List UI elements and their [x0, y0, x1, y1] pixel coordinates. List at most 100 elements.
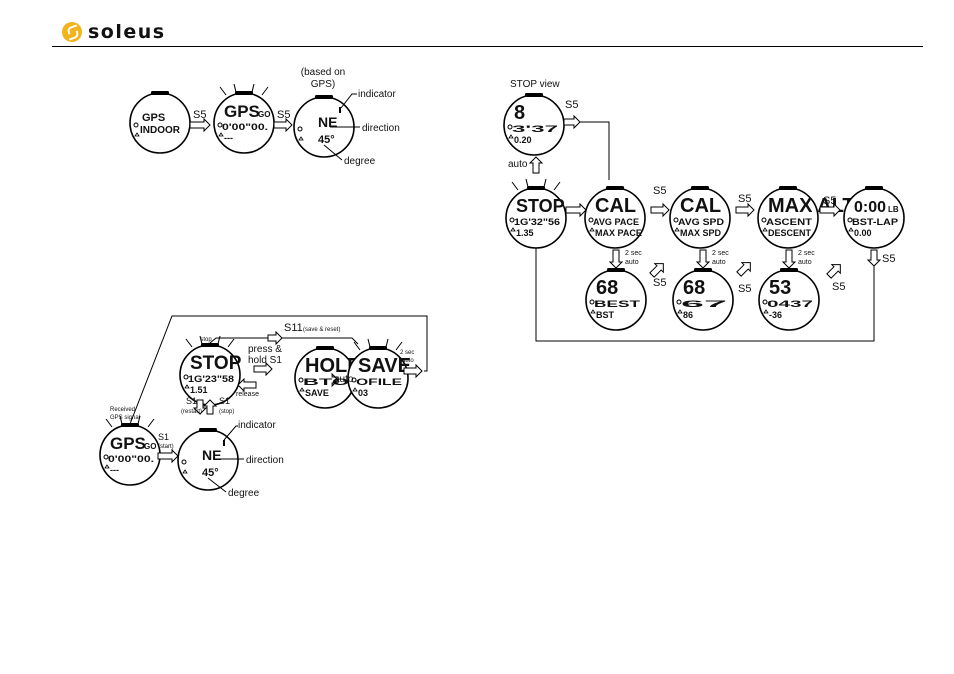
- degree-label: degree: [344, 156, 376, 167]
- watch-line-1: 0:00: [854, 199, 886, 216]
- watch-triangle-icon: [184, 384, 190, 389]
- watch-line-2: 0437: [767, 299, 813, 309]
- flow-arrow-icon: [735, 202, 755, 218]
- watch-triangle-icon: [590, 309, 596, 314]
- watch-band-indicator: [779, 186, 797, 190]
- direction-label: direction: [362, 123, 400, 134]
- s5-label: S5: [653, 277, 666, 289]
- watch-line-2: BEST: [594, 299, 641, 309]
- flow-arrow-icon: [253, 361, 273, 377]
- blink-ray: [217, 335, 221, 345]
- watch-line-3: 1.35: [516, 228, 534, 238]
- watch-degree-text: 45°: [318, 134, 335, 146]
- page-header: soleus: [0, 0, 954, 50]
- watch-line-2: 1G'23"58: [188, 374, 234, 384]
- watch-line-2: BTO: [303, 377, 349, 387]
- watch-line-2: 67: [681, 299, 727, 309]
- watch-triangle-icon: [763, 309, 769, 314]
- watch-band-indicator: [315, 95, 333, 99]
- blink-ray: [251, 83, 255, 93]
- s1-label: S1: [158, 432, 169, 442]
- watch-triangle-icon: [762, 227, 768, 232]
- save-reset-label: (save & reset): [303, 327, 340, 333]
- s1-label: S1: [219, 396, 230, 406]
- s5-label: S5: [823, 195, 836, 207]
- blink-ray: [233, 83, 237, 93]
- flow-arrow-icon: [781, 249, 797, 269]
- two-sec-label: 2 sec: [625, 250, 642, 257]
- press-label: press &: [248, 344, 282, 355]
- arrow-shape: [736, 262, 751, 277]
- blink-ray: [395, 341, 403, 351]
- flow-arrow-icon: [189, 117, 211, 133]
- watch-line-1: STOP: [190, 353, 242, 374]
- blink-ray: [105, 418, 113, 428]
- watch-line-1: GPS: [224, 102, 260, 121]
- watch-line-1: 68: [683, 277, 705, 299]
- flow-arrow-icon: [528, 156, 544, 174]
- watch-band-indicator: [235, 91, 253, 95]
- gps-signal-label: GPS signal: [110, 415, 140, 421]
- stop-small-label: stop: [200, 337, 212, 343]
- watch-line-3: 0.20: [514, 135, 532, 145]
- watch-triangle-icon: [848, 227, 854, 232]
- watch-line-1: MAX ALT: [768, 195, 855, 217]
- arrow-shape: [649, 263, 664, 278]
- watch-triangle-icon: [510, 227, 516, 232]
- s5-label: S5: [653, 185, 666, 197]
- blink-ray: [147, 418, 155, 428]
- watch-line-1: STOP: [516, 196, 565, 216]
- watch-status-icon: [589, 299, 595, 305]
- watch-direction-text: NE: [202, 447, 221, 463]
- flow-arrow-icon: [650, 202, 670, 218]
- watch-band-indicator: [865, 186, 883, 190]
- watch-line-2: ASCENT: [766, 217, 813, 227]
- release-label: release: [236, 391, 259, 398]
- auto-label: auto: [625, 259, 639, 266]
- watch-line-1: HOLD: [305, 355, 362, 377]
- s1-label: S1: [186, 396, 197, 406]
- watch-status-icon: [298, 377, 304, 383]
- watch-line-1: CAL: [595, 195, 636, 217]
- degree-leader: [323, 144, 343, 161]
- watch-line-2: 1G'32"56: [514, 217, 560, 227]
- soleus-logo-icon: [62, 22, 82, 42]
- watch-triangle-icon: [104, 464, 110, 469]
- watch-band-indicator: [606, 186, 624, 190]
- watch-line-1: GPS: [110, 434, 146, 453]
- watch-band-indicator: [316, 346, 334, 350]
- watch-line-3: ---: [110, 465, 119, 475]
- blink-ray: [367, 338, 371, 348]
- watch-line-2: 0'00"00.: [108, 454, 154, 464]
- brand-name: soleus: [88, 21, 166, 43]
- watch-line-1: CAL: [680, 195, 721, 217]
- stopview-connector: [580, 121, 610, 180]
- arrow-shape: [826, 264, 841, 279]
- watch-triangle-icon: [298, 136, 304, 141]
- watch-status-icon: [673, 217, 679, 223]
- blink-ray: [385, 338, 389, 348]
- return-loop-line: [535, 248, 875, 342]
- loop-back-line: [129, 315, 428, 425]
- watch-line-3: 0.00: [854, 228, 872, 238]
- watch-triangle-icon: [508, 134, 514, 139]
- watch-line-2: AVG SPD: [678, 217, 725, 227]
- watch-triangle-icon: [218, 132, 224, 137]
- watch-status-icon: [588, 217, 594, 223]
- watch-line-1: 8: [514, 102, 525, 124]
- auto-label: auto: [508, 159, 528, 170]
- watch-status-icon: [676, 299, 682, 305]
- watch-triangle-icon: [589, 227, 595, 232]
- flow-arrow-icon: [273, 117, 293, 133]
- watch-triangle-icon: [299, 387, 305, 392]
- flow-arrow-icon: [192, 399, 208, 415]
- watch-band-indicator: [780, 268, 798, 272]
- two-sec-label: 2 sec: [798, 250, 815, 257]
- watch-band-indicator: [369, 346, 387, 350]
